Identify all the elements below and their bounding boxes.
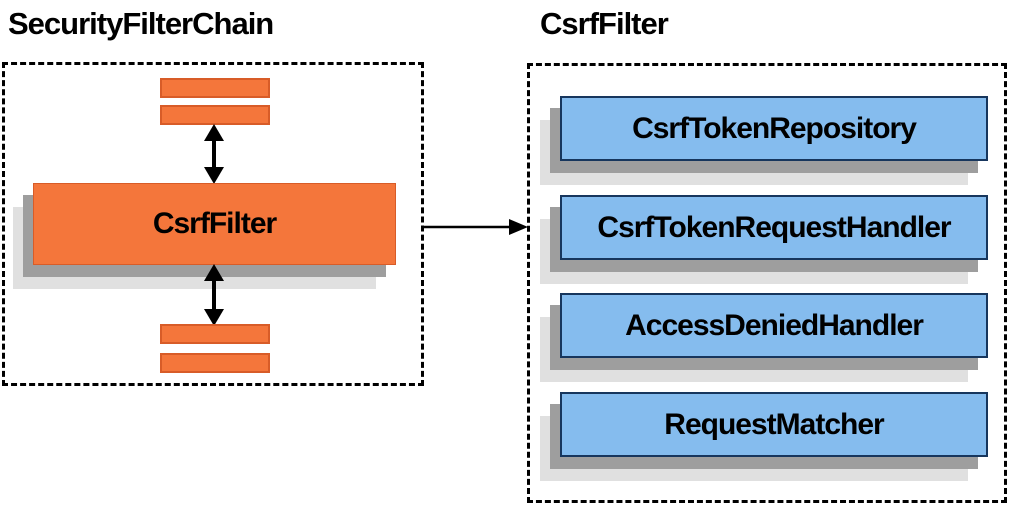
double-headed-arrow-icon bbox=[204, 264, 224, 326]
filter-placeholder-bar bbox=[160, 324, 270, 344]
box-access-denied-handler: AccessDeniedHandler bbox=[540, 293, 988, 382]
filter-placeholder-bar bbox=[160, 353, 270, 373]
component-label: CsrfTokenRepository bbox=[560, 96, 988, 161]
filter-placeholder-bar bbox=[160, 105, 270, 125]
component-label: AccessDeniedHandler bbox=[560, 293, 988, 358]
csrf-filter-box-label: CsrfFilter bbox=[33, 183, 396, 265]
security-filter-chain-container bbox=[2, 62, 424, 386]
component-label: RequestMatcher bbox=[560, 392, 988, 457]
right-section-title: CsrfFilter bbox=[540, 6, 669, 41]
double-headed-arrow-icon bbox=[204, 124, 224, 184]
csrf-filter-box: CsrfFilter bbox=[13, 183, 396, 289]
box-request-matcher: RequestMatcher bbox=[540, 392, 988, 481]
filter-placeholder-bar bbox=[160, 78, 270, 98]
csrf-filter-components-container bbox=[527, 63, 1007, 503]
box-csrf-token-repository: CsrfTokenRepository bbox=[540, 96, 988, 185]
box-csrf-token-request-handler: CsrfTokenRequestHandler bbox=[540, 195, 988, 284]
right-arrow-icon bbox=[424, 219, 528, 235]
component-label: CsrfTokenRequestHandler bbox=[560, 195, 988, 260]
left-section-title: SecurityFilterChain bbox=[8, 6, 274, 41]
